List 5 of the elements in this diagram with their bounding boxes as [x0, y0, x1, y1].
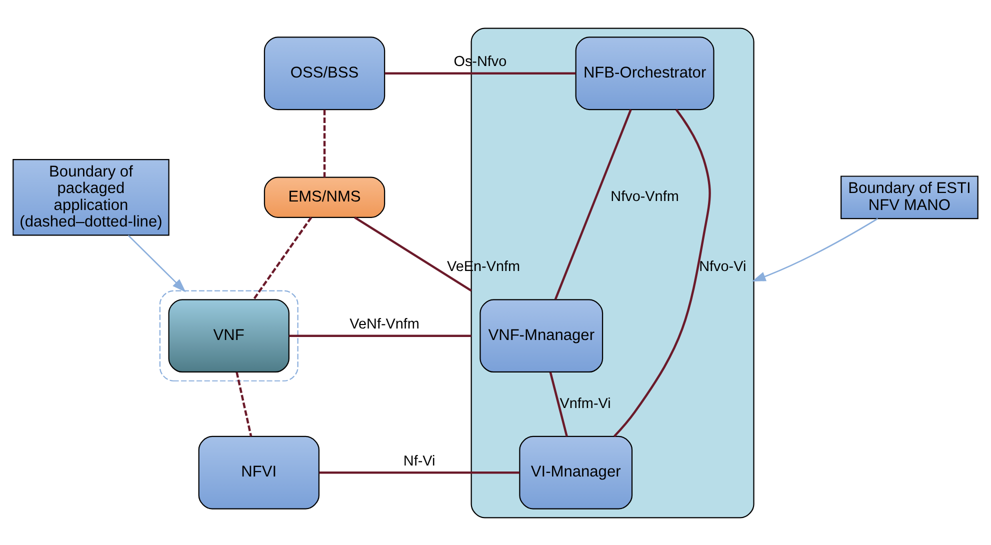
edge-label: VeNf-Vnfm: [350, 316, 420, 332]
edge-label: Nf-Vi: [403, 452, 436, 469]
edge-label: Nfvo-Vi: [699, 258, 746, 275]
edge-label: Nfvo-Vnfm: [610, 188, 679, 205]
edge-label: Vnfm-Vi: [560, 396, 611, 412]
